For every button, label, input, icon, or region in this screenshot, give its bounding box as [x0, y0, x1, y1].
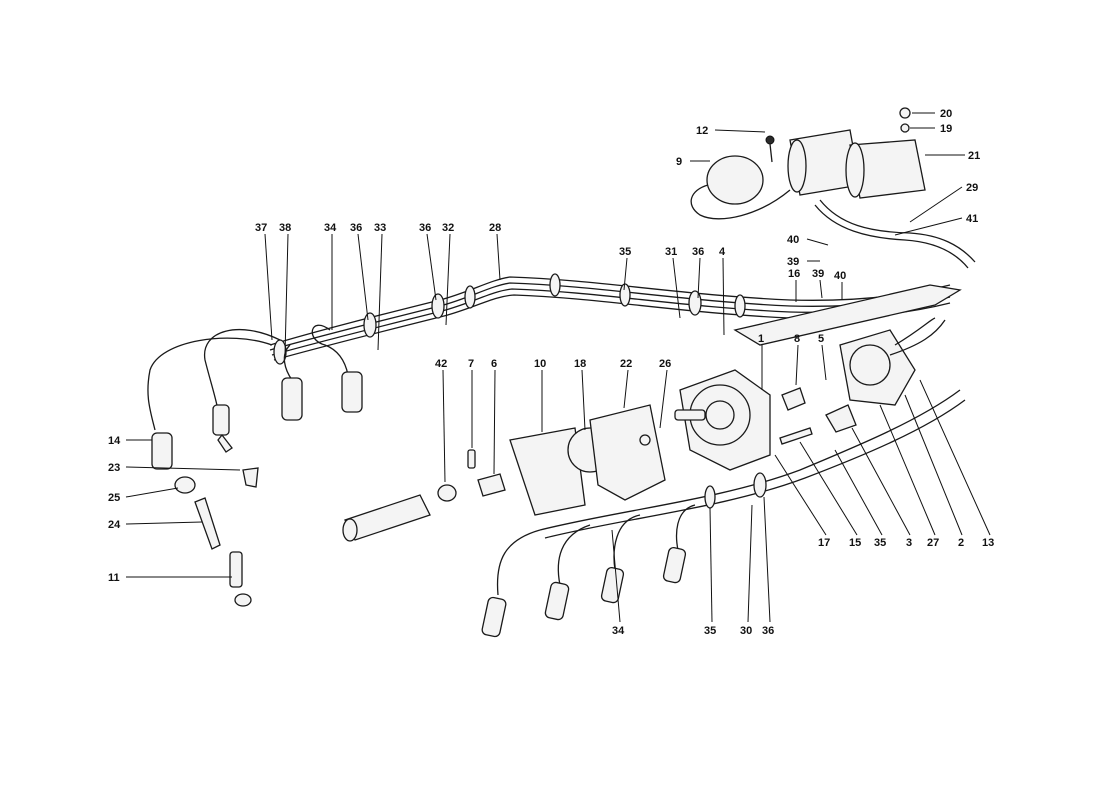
- spark-plug-parts: [174, 467, 259, 607]
- callout-15: 15: [849, 537, 861, 549]
- callout-40: 40: [787, 234, 799, 246]
- callout-33: 33: [374, 222, 386, 234]
- callout-14: 14: [108, 435, 121, 447]
- callout-17: 17: [818, 537, 830, 549]
- callout-36b: 36: [419, 222, 431, 234]
- callout-39b: 39: [812, 268, 824, 280]
- callout-8: 8: [794, 333, 800, 345]
- callout-28: 28: [489, 222, 501, 234]
- callout-1: 1: [758, 333, 764, 345]
- callout-18: 18: [574, 358, 586, 370]
- callout-9: 9: [676, 156, 682, 168]
- callout-3: 3: [906, 537, 912, 549]
- callout-22: 22: [620, 358, 632, 370]
- callout-34: 34: [324, 222, 337, 234]
- callout-29: 29: [966, 182, 978, 194]
- callout-36c: 36: [692, 246, 704, 258]
- callout-12: 12: [696, 125, 708, 137]
- callouts: 20 19 12 9 21 29 41 40 39 40 16 39 37 38…: [108, 108, 994, 637]
- callout-2: 2: [958, 537, 964, 549]
- callout-20: 20: [940, 108, 952, 120]
- callout-38: 38: [279, 222, 291, 234]
- callout-23: 23: [108, 462, 120, 474]
- callout-30: 30: [740, 625, 752, 637]
- callout-16: 16: [788, 268, 800, 280]
- callout-27: 27: [927, 537, 939, 549]
- callout-31: 31: [665, 246, 677, 258]
- callout-41: 41: [966, 213, 978, 225]
- callout-36d: 36: [762, 625, 774, 637]
- callout-26: 26: [659, 358, 671, 370]
- distributor: [674, 317, 946, 471]
- callout-4: 4: [719, 246, 726, 258]
- distributor-drive-parts: [342, 404, 666, 542]
- left-plug-leads: [147, 324, 363, 470]
- right-plug-leads: [481, 389, 966, 638]
- callout-5: 5: [818, 333, 824, 345]
- callout-36: 36: [350, 222, 362, 234]
- callout-19: 19: [940, 123, 952, 135]
- callout-42: 42: [435, 358, 447, 370]
- callout-32: 32: [442, 222, 454, 234]
- callout-35c: 35: [704, 625, 716, 637]
- harness-clips: [273, 273, 746, 365]
- callout-10: 10: [534, 358, 546, 370]
- callout-6: 6: [491, 358, 497, 370]
- callout-34b: 34: [612, 625, 625, 637]
- callout-13: 13: [982, 537, 994, 549]
- callout-25: 25: [108, 492, 120, 504]
- callout-11: 11: [108, 572, 120, 584]
- harness-bracket: [733, 284, 962, 346]
- callout-24: 24: [108, 519, 121, 531]
- callout-35: 35: [619, 246, 631, 258]
- callout-7: 7: [468, 358, 474, 370]
- callout-40b: 40: [834, 270, 846, 282]
- callout-21: 21: [968, 150, 980, 162]
- callout-39: 39: [787, 256, 799, 268]
- ignition-coils: [690, 107, 926, 220]
- callout-37: 37: [255, 222, 267, 234]
- callout-35b: 35: [874, 537, 886, 549]
